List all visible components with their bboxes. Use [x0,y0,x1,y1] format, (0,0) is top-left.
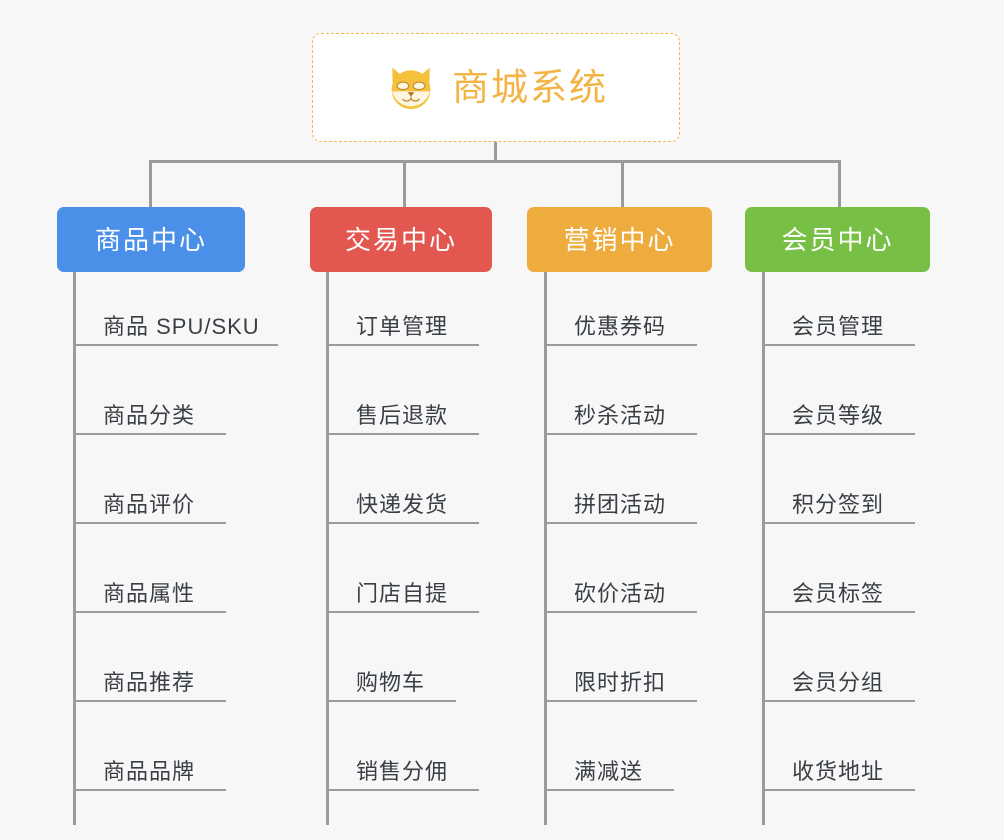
leaf-underline [544,789,674,791]
column-spine-0 [73,272,76,825]
shiba-dog-face-icon [391,67,431,109]
leaf-label: 会员等级 [792,403,885,428]
leaf-label: 积分签到 [792,492,885,517]
leaf-underline [762,344,915,346]
leaf-underline [544,700,697,702]
leaf-label: 优惠券码 [574,314,667,339]
connector-root-stem [494,142,497,163]
category-label-1: 交易中心 [344,224,457,255]
leaf-underline [326,789,479,791]
leaf-underline [326,522,479,524]
connector-drop-1 [149,160,152,208]
leaf-underline [73,433,226,435]
leaf-underline [762,611,915,613]
leaf-underline [762,433,915,435]
column-spine-1 [326,272,329,825]
column-spine-3 [762,272,765,825]
leaf-label: 会员管理 [792,314,885,339]
leaf-label: 秒杀活动 [574,403,667,428]
category-box-2[interactable]: 营销中心 [527,207,712,272]
leaf-underline [326,700,456,702]
leaf-label: 会员标签 [792,581,885,606]
leaf-underline [544,344,697,346]
leaf-label: 砍价活动 [574,581,667,606]
leaf-label: 商品 SPU/SKU [103,314,260,339]
leaf-underline [326,611,479,613]
leaf-underline [544,522,697,524]
connector-drop-2 [403,160,406,208]
category-label-3: 会员中心 [781,224,894,255]
leaf-label: 销售分佣 [356,759,449,784]
leaf-underline [73,522,226,524]
root-node-mall-system[interactable]: 商城系统 [312,33,680,142]
leaf-label: 商品属性 [103,581,196,606]
leaf-label: 订单管理 [356,314,449,339]
root-node-title: 商城系统 [452,67,608,108]
category-box-0[interactable]: 商品中心 [57,207,245,272]
leaf-label: 商品评价 [103,492,196,517]
leaf-label: 售后退款 [356,403,449,428]
category-box-1[interactable]: 交易中心 [310,207,492,272]
leaf-label: 商品推荐 [103,670,196,695]
leaf-underline [544,611,697,613]
leaf-label: 购物车 [356,670,426,695]
connector-horizontal-bus [149,160,841,163]
category-box-3[interactable]: 会员中心 [745,207,930,272]
category-label-2: 营销中心 [563,224,676,255]
leaf-label: 门店自提 [356,581,449,606]
leaf-underline [73,789,226,791]
leaf-underline [73,611,226,613]
leaf-label: 商品分类 [103,403,196,428]
leaf-label: 快递发货 [356,492,449,517]
leaf-label: 满减送 [574,759,644,784]
category-label-0: 商品中心 [94,224,207,255]
leaf-label: 收货地址 [792,759,885,784]
leaf-underline [544,433,697,435]
leaf-underline [73,344,278,346]
connector-drop-3 [621,160,624,208]
connector-drop-4 [838,160,841,208]
leaf-underline [762,700,915,702]
leaf-label: 商品品牌 [103,759,196,784]
leaf-underline [326,344,479,346]
leaf-label: 限时折扣 [574,670,667,695]
leaf-underline [762,522,915,524]
leaf-underline [326,433,479,435]
leaf-underline [73,700,226,702]
leaf-label: 会员分组 [792,670,885,695]
column-spine-2 [544,272,547,825]
leaf-label: 拼团活动 [574,492,667,517]
leaf-underline [762,789,915,791]
